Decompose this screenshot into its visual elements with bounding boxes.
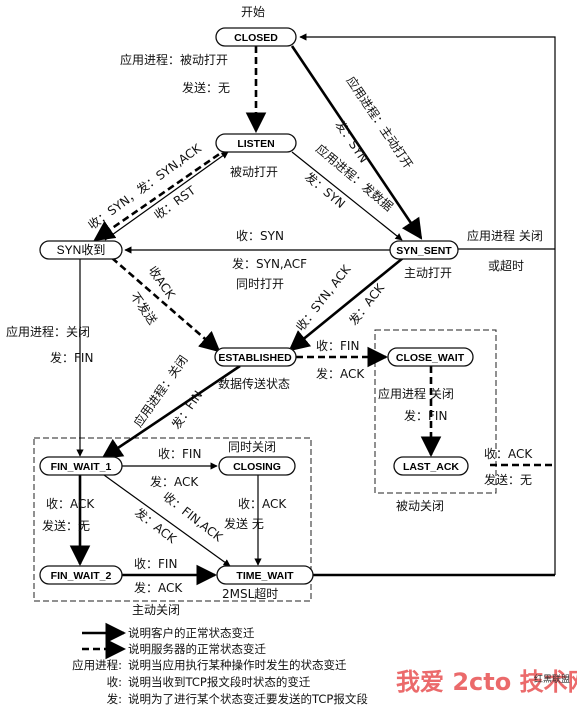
label-send-fin-cw: 发：FIN xyxy=(404,408,447,423)
legend-send-key: 发: xyxy=(107,692,122,706)
label-msl-timeout: 2MSL超时 xyxy=(222,586,278,601)
legend-app-desc: 说明当应用执行某种操作时发生的状态变迁 xyxy=(128,658,347,672)
syn-sent-to-established-arrow xyxy=(288,256,404,352)
legend-recv-key: 收: xyxy=(107,675,122,689)
label-fw1-recv-ack: 收：ACK xyxy=(46,497,95,511)
listen-to-syn-sent-arrow xyxy=(291,151,403,241)
label-closing-recv-ack: 收：ACK xyxy=(238,497,287,511)
label-active-close: 主动关闭 xyxy=(132,603,180,617)
svg-text:SYN收到: SYN收到 xyxy=(57,243,106,257)
state-established: ESTABLISHED xyxy=(214,347,297,367)
state-fin-wait-2: FIN_WAIT_2 xyxy=(39,565,123,585)
label-app-close: 应用进程 关闭 xyxy=(467,228,543,243)
label-simultaneous-open: 同时打开 xyxy=(236,277,284,291)
label-passive-open: 被动打开 xyxy=(230,165,278,179)
established-to-fin-wait-1-arrow xyxy=(101,364,241,460)
fin-wait-1-to-time-wait-arrow xyxy=(103,474,231,567)
legend-send-desc: 说明为了进行某个状态变迁要发送的TCP报文段 xyxy=(128,692,368,706)
svg-text:LISTEN: LISTEN xyxy=(237,138,274,150)
svg-text:TIME_WAIT: TIME_WAIT xyxy=(236,570,294,582)
label-send-none-top: 发送：无 xyxy=(182,80,230,95)
svg-text:LAST_ACK: LAST_ACK xyxy=(403,461,459,473)
legend: 说明客户的正常状态变迁 说明服务器的正常状态变迁 应用进程: 说明当应用执行某种… xyxy=(72,622,368,706)
label-send-ack-diag: 发：ACK xyxy=(132,505,180,547)
svg-text:FIN_WAIT_1: FIN_WAIT_1 xyxy=(51,461,112,473)
watermark-sub: 红黑联盟 xyxy=(534,673,570,685)
label-fw1-send-none: 发送：无 xyxy=(42,518,90,533)
label-passive-close: 被动关闭 xyxy=(396,499,444,513)
legend-server-text: 说明服务器的正常状态变迁 xyxy=(128,642,266,656)
label-fw1-send-ack: 发：ACK xyxy=(150,474,199,489)
label-data-transfer: 数据传送状态 xyxy=(218,376,290,391)
svg-text:SYN_SENT: SYN_SENT xyxy=(396,245,452,257)
label-send-synack: 发：SYN,ACF xyxy=(232,256,307,271)
passive-close-group xyxy=(374,329,497,494)
label-fw2-send-ack: 发：ACK xyxy=(134,580,183,595)
label-fw2-recv-fin: 收：FIN xyxy=(134,557,177,571)
label-send-fin-left: 发：FIN xyxy=(50,350,93,365)
label-fw1-recv-fin: 收：FIN xyxy=(158,447,201,461)
state-closed: CLOSED xyxy=(215,27,297,47)
svg-text:FIN_WAIT_2: FIN_WAIT_2 xyxy=(51,570,112,582)
label-recv-syn: 收：SYN xyxy=(236,229,284,243)
return-to-closed-line xyxy=(299,33,556,575)
label-recv-ack: 收ACK xyxy=(146,264,179,303)
state-last-ack: LAST_ACK xyxy=(393,456,469,476)
label-or-timeout: 或超时 xyxy=(488,258,524,273)
label-send-ack-2: 发：ACK xyxy=(316,366,365,381)
label-app-passive-open: 应用进程：被动打开 xyxy=(120,52,228,67)
state-closing: CLOSING xyxy=(218,456,296,476)
label-closing-send-none: 发送 无 xyxy=(224,516,264,531)
label-recv-fin: 收：FIN xyxy=(316,339,359,353)
legend-client-text: 说明客户的正常状态变迁 xyxy=(128,626,255,640)
label-start: 开始 xyxy=(241,5,265,19)
closed-to-syn-sent-arrow xyxy=(290,45,423,240)
label-send-none-la: 发送：无 xyxy=(484,472,532,487)
label-recv-rst: 收：RST xyxy=(152,183,199,223)
svg-text:CLOSED: CLOSED xyxy=(234,32,278,44)
listen-to-syn-rcvd-arrow xyxy=(93,146,229,242)
state-time-wait: TIME_WAIT xyxy=(216,565,314,585)
syn-rcvd-to-established-arrow xyxy=(111,257,221,353)
state-close-wait: CLOSE_WAIT xyxy=(387,347,474,367)
state-syn-sent: SYN_SENT xyxy=(389,240,459,260)
svg-text:CLOSE_WAIT: CLOSE_WAIT xyxy=(396,352,465,364)
state-syn-rcvd: SYN收到 xyxy=(39,240,123,260)
watermark-logo: 我爱 2cto 技术网 xyxy=(396,668,577,696)
svg-text:CLOSING: CLOSING xyxy=(233,461,281,473)
label-active-open: 主动打开 xyxy=(404,266,452,280)
active-close-group xyxy=(33,437,312,602)
svg-text:ESTABLISHED: ESTABLISHED xyxy=(218,352,292,364)
syn-rcvd-to-listen-arrow xyxy=(104,151,229,241)
state-fin-wait-1: FIN_WAIT_1 xyxy=(39,456,123,476)
label-app-close-cw: 应用进程 关闭 xyxy=(378,386,454,401)
label-recv-ack-la: 收：ACK xyxy=(484,447,533,461)
legend-recv-desc: 说明当收到TCP报文段时状态的变迁 xyxy=(128,675,311,689)
label-app-close-left: 应用进程：关闭 xyxy=(6,324,90,339)
state-listen: LISTEN xyxy=(215,133,297,153)
legend-app-key: 应用进程: xyxy=(72,658,122,672)
label-simultaneous-close: 同时关闭 xyxy=(228,440,276,454)
